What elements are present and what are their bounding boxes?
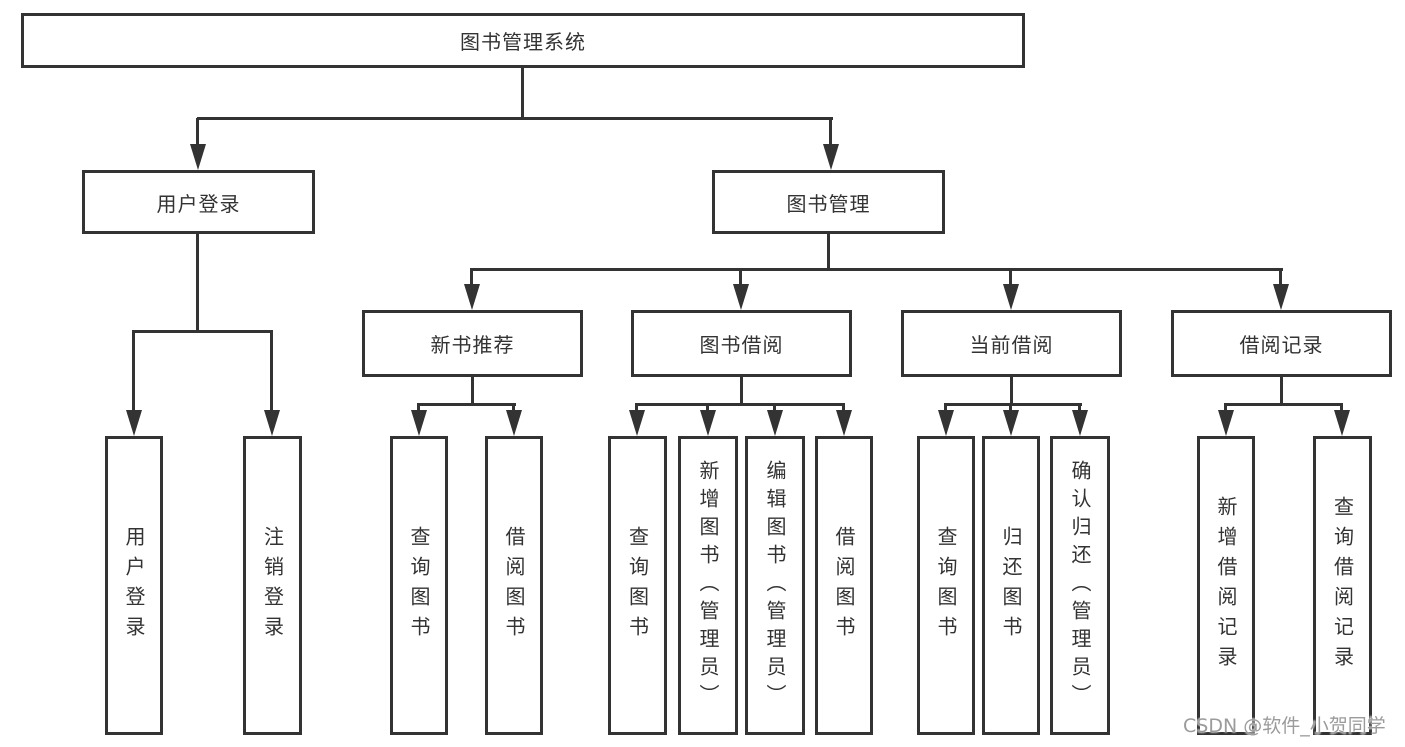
connector-drop-nb-borrow xyxy=(512,403,515,412)
flowchart-node-cb-return-book: 归还图书 xyxy=(982,436,1040,735)
flowchart-node-bb-add-book: 新增图书（管理员） xyxy=(678,436,738,735)
arrowhead-logout xyxy=(264,410,280,436)
connector-book-borrow-stem xyxy=(740,377,743,406)
arrowhead-new-book-recommend xyxy=(464,284,480,310)
node-label-user-login: 用户登录 xyxy=(156,191,241,216)
arrowhead-bb-borrow xyxy=(836,410,852,436)
connector-current-borrow-stem xyxy=(1010,377,1013,406)
connector-drop-bb-query xyxy=(635,403,638,412)
connector-drop-nb-query xyxy=(417,403,420,412)
node-label-nb-query-book: 查询图书 xyxy=(407,525,431,646)
connector-drop-login xyxy=(132,330,135,412)
node-label-book-management: 图书管理 xyxy=(786,191,871,216)
connector-user-login-branch xyxy=(132,330,273,333)
connector-borrow-record-stem xyxy=(1280,377,1283,406)
arrowhead-nb-borrow xyxy=(506,410,522,436)
connector-root-branch xyxy=(197,117,833,120)
flowchart-node-user-login: 用户登录 xyxy=(82,170,315,234)
node-label-bb-query-book: 查询图书 xyxy=(625,525,650,646)
node-label-cb-query-book: 查询图书 xyxy=(934,525,958,646)
node-label-cb-return-book: 归还图书 xyxy=(999,525,1023,646)
connector-drop-bb-borrow xyxy=(842,403,845,412)
node-label-root: 图书管理系统 xyxy=(460,30,586,54)
node-label-login: 用户登录 xyxy=(122,525,146,646)
node-label-logout: 注销登录 xyxy=(260,525,285,646)
flowchart-node-book-management: 图书管理 xyxy=(712,170,945,234)
arrowhead-cb-confirm xyxy=(1072,410,1088,436)
node-label-bb-borrow-book: 借阅图书 xyxy=(832,525,856,646)
connector-drop-br-add xyxy=(1224,403,1227,412)
connector-drop-cb-confirm xyxy=(1078,403,1081,412)
node-label-cb-confirm-return: 确认归还（管理员） xyxy=(1068,459,1092,712)
arrowhead-bb-edit xyxy=(767,410,783,436)
connector-new-book-recommend-branch xyxy=(417,403,516,406)
connector-new-book-recommend-stem xyxy=(471,377,474,406)
flowchart-node-br-query-record: 查询借阅记录 xyxy=(1313,436,1372,735)
arrowhead-cb-query xyxy=(938,410,954,436)
node-label-bb-edit-book: 编辑图书（管理员） xyxy=(763,459,787,712)
arrowhead-nb-query xyxy=(411,410,427,436)
connector-user-login-stem xyxy=(196,234,199,333)
flowchart-node-borrow-record: 借阅记录 xyxy=(1171,310,1392,377)
flowchart-node-bb-edit-book: 编辑图书（管理员） xyxy=(745,436,805,735)
connector-drop-user-login xyxy=(196,118,199,145)
flowchart-node-bb-query-book: 查询图书 xyxy=(608,436,667,735)
connector-drop-book-management xyxy=(829,118,832,145)
flowchart-node-current-borrow: 当前借阅 xyxy=(901,310,1122,377)
connector-drop-cb-query xyxy=(944,403,947,412)
connector-drop-bb-add xyxy=(706,403,709,412)
node-label-br-query-record: 查询借阅记录 xyxy=(1330,495,1355,676)
arrowhead-book-management xyxy=(823,144,839,170)
node-label-new-book-recommend: 新书推荐 xyxy=(430,333,515,357)
flowchart-node-new-book-recommend: 新书推荐 xyxy=(362,310,583,377)
arrowhead-current-borrow xyxy=(1003,284,1019,310)
flowchart-node-logout: 注销登录 xyxy=(243,436,302,735)
flowchart-node-login: 用户登录 xyxy=(105,436,163,735)
arrowhead-book-borrow xyxy=(733,284,749,310)
flowchart-node-nb-borrow-book: 借阅图书 xyxy=(485,436,543,735)
connector-drop-current-borrow xyxy=(1009,268,1012,286)
flowchart-node-cb-confirm-return: 确认归还（管理员） xyxy=(1050,436,1110,735)
node-label-book-borrow: 图书借阅 xyxy=(699,333,784,357)
arrowhead-br-add xyxy=(1218,410,1234,436)
node-label-br-add-record: 新增借阅记录 xyxy=(1214,495,1238,676)
arrowhead-user-login xyxy=(190,144,206,170)
connector-book-management-stem xyxy=(827,234,830,271)
arrowhead-bb-add xyxy=(700,410,716,436)
flowchart-node-cb-query-book: 查询图书 xyxy=(917,436,975,735)
flowchart-node-book-borrow: 图书借阅 xyxy=(631,310,852,377)
flowchart-node-bb-borrow-book: 借阅图书 xyxy=(815,436,873,735)
connector-drop-borrow-record xyxy=(1279,268,1282,286)
flowchart-node-root: 图书管理系统 xyxy=(21,13,1025,68)
node-label-bb-add-book: 新增图书（管理员） xyxy=(696,459,720,712)
connector-book-management-branch xyxy=(470,268,1283,271)
arrowhead-cb-return xyxy=(1003,410,1019,436)
arrowhead-login xyxy=(126,410,142,436)
node-label-current-borrow: 当前借阅 xyxy=(969,333,1054,357)
connector-drop-bb-edit xyxy=(773,403,776,412)
csdn-watermark: CSDN @软件_小贺同学 xyxy=(1183,715,1386,737)
connector-drop-book-borrow xyxy=(739,268,742,286)
arrowhead-br-query xyxy=(1334,410,1350,436)
arrowhead-bb-query xyxy=(629,410,645,436)
flowchart-node-br-add-record: 新增借阅记录 xyxy=(1197,436,1255,735)
node-label-nb-borrow-book: 借阅图书 xyxy=(502,525,526,646)
flowchart-node-nb-query-book: 查询图书 xyxy=(390,436,448,735)
connector-drop-new-book-recommend xyxy=(470,268,473,286)
connector-root-stem xyxy=(521,68,524,119)
connector-book-borrow-branch xyxy=(635,403,845,406)
connector-drop-logout xyxy=(270,330,273,412)
connector-drop-br-query xyxy=(1340,403,1343,412)
connector-current-borrow-branch xyxy=(944,403,1082,406)
connector-drop-cb-return xyxy=(1009,403,1012,412)
node-label-borrow-record: 借阅记录 xyxy=(1239,333,1324,357)
arrowhead-borrow-record xyxy=(1273,284,1289,310)
connector-borrow-record-branch xyxy=(1224,403,1343,406)
